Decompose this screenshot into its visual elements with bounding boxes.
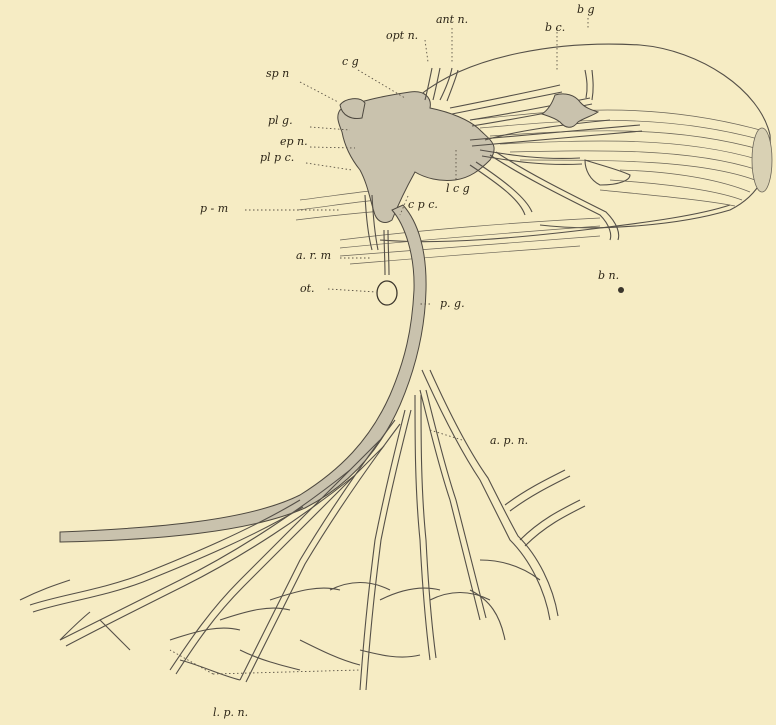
label-b-c: b c. xyxy=(545,22,565,34)
label-pl-g: pl g. xyxy=(268,115,293,127)
label-ant-n: ant n. xyxy=(436,14,468,26)
pedal-nerve xyxy=(60,195,426,542)
label-ep-n: ep n. xyxy=(280,136,308,148)
label-b-g: b g xyxy=(577,4,595,16)
label-opt-n: opt n. xyxy=(386,30,418,42)
label-l-c-g: l c g xyxy=(446,183,470,195)
label-sp-n: sp n xyxy=(266,68,289,80)
label-c-g: c g xyxy=(342,56,359,68)
label-p-m: p - m xyxy=(200,203,228,215)
label-p-g: p. g. xyxy=(440,298,465,310)
label-a-p-n: a. p. n. xyxy=(490,435,528,447)
label-pl-p-c: pl p c. xyxy=(260,152,294,164)
label-l-p-n: l. p. n. xyxy=(213,707,248,719)
label-a-r-m: a. r. m xyxy=(296,250,331,262)
label-c-p-c: c p c. xyxy=(408,199,438,211)
label-b-n: b n. xyxy=(598,270,619,282)
label-ot: ot. xyxy=(300,283,315,295)
nerve-end-mark xyxy=(618,287,624,293)
